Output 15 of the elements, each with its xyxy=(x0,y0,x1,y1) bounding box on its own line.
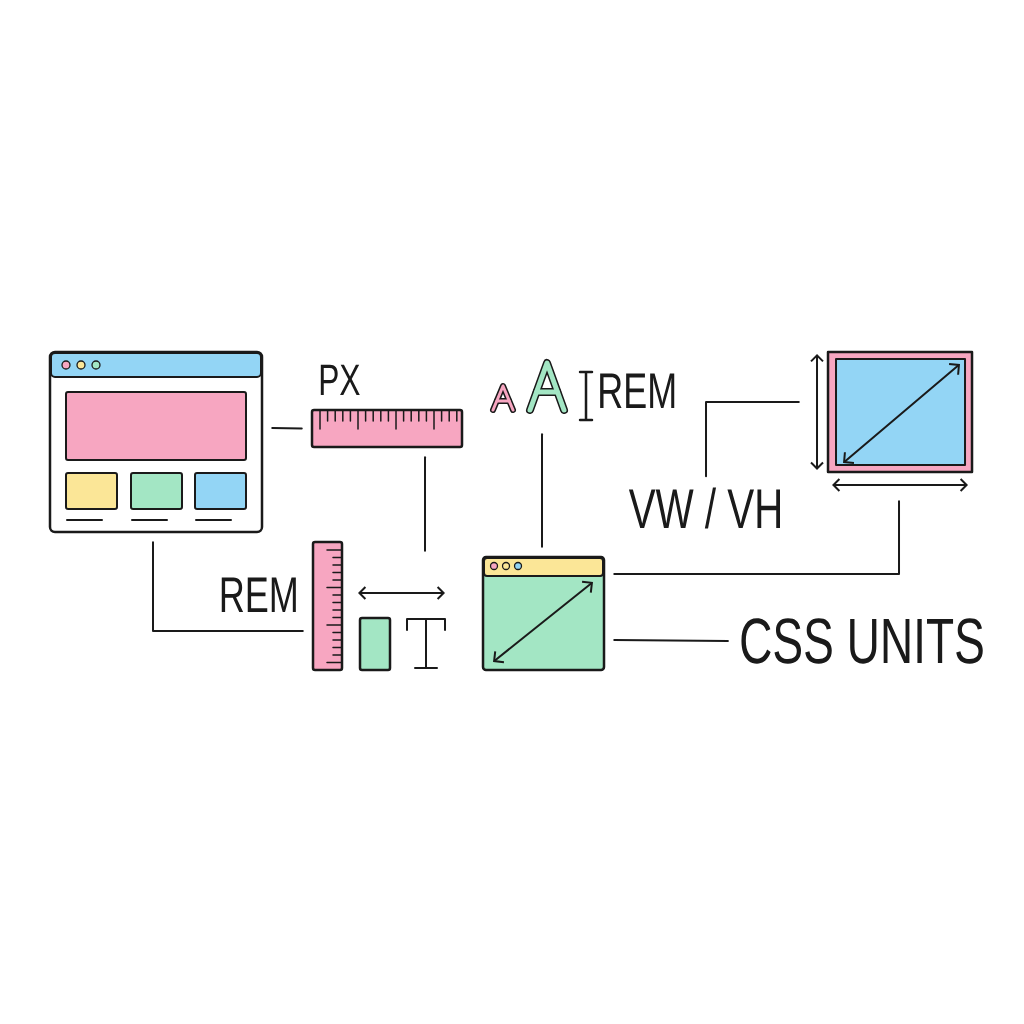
browser-window-drawing xyxy=(48,350,264,534)
connector-line xyxy=(613,639,729,642)
unit-label: VW / VH xyxy=(628,487,780,529)
connector-line xyxy=(152,541,304,632)
viewport-drawing xyxy=(810,350,974,492)
viewport-window-drawing xyxy=(481,555,606,672)
title-text: CSS UNITS xyxy=(741,618,983,664)
unit-label: REM xyxy=(221,577,296,612)
connector-line xyxy=(271,427,303,430)
unit-label: REM xyxy=(600,373,675,408)
connector-line xyxy=(424,456,426,552)
unit-label: PX xyxy=(320,364,360,395)
connector-line xyxy=(613,500,900,575)
connector-line xyxy=(705,401,800,478)
connector-line xyxy=(541,433,543,548)
